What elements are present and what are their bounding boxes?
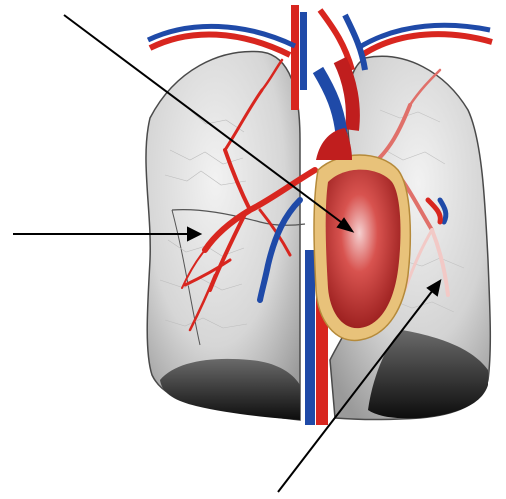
left-lung bbox=[146, 52, 305, 420]
